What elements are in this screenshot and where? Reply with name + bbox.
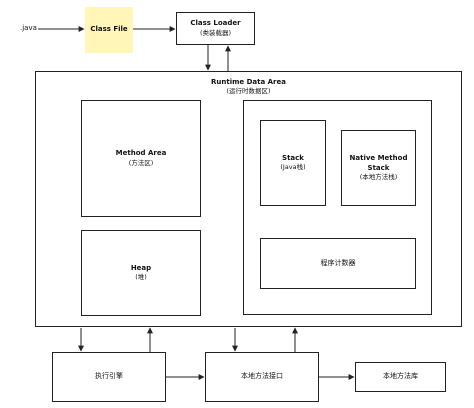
runtime-data-area-subtitle: (运行时数据区): [226, 87, 271, 96]
native-interface-box: 本地方法接口: [205, 352, 319, 402]
native-interface-label: 本地方法接口: [241, 372, 283, 381]
execution-engine-label: 执行引擎: [95, 372, 123, 381]
execution-engine-box: 执行引擎: [52, 352, 166, 402]
class-file-label: Class File: [90, 25, 128, 34]
native-method-stack-box: Native Method Stack (本地方法栈): [341, 130, 416, 206]
java-stack-subtitle: (Java栈): [280, 163, 306, 172]
java-stack-title: Stack: [282, 153, 304, 162]
method-area-box: Method Area (方法区): [81, 100, 201, 217]
class-loader-title: Class Loader: [190, 19, 241, 28]
java-stack-box: Stack (Java栈): [260, 120, 326, 206]
pc-register-box: 程序计数器: [260, 238, 416, 289]
native-library-box: 本地方法库: [355, 362, 446, 392]
runtime-data-area-heading: Runtime Data Area (运行时数据区): [36, 78, 461, 96]
class-loader-box: Class Loader (类装载器): [176, 12, 255, 45]
pc-register-label: 程序计数器: [320, 258, 356, 267]
java-source-label: .java: [20, 24, 37, 32]
class-loader-subtitle: (类装载器): [199, 28, 232, 37]
native-library-label: 本地方法库: [383, 372, 418, 381]
method-area-title: Method Area: [115, 149, 167, 158]
runtime-data-area-title: Runtime Data Area: [211, 78, 286, 86]
native-method-stack-subtitle: (本地方法栈): [359, 173, 398, 182]
native-method-stack-title: Native Method Stack: [349, 154, 408, 172]
class-file-note: Class File: [85, 7, 133, 53]
heap-title: Heap: [130, 263, 152, 272]
heap-box: Heap (堆): [81, 230, 201, 316]
heap-subtitle: (堆): [135, 273, 147, 282]
method-area-subtitle: (方法区): [128, 158, 154, 167]
